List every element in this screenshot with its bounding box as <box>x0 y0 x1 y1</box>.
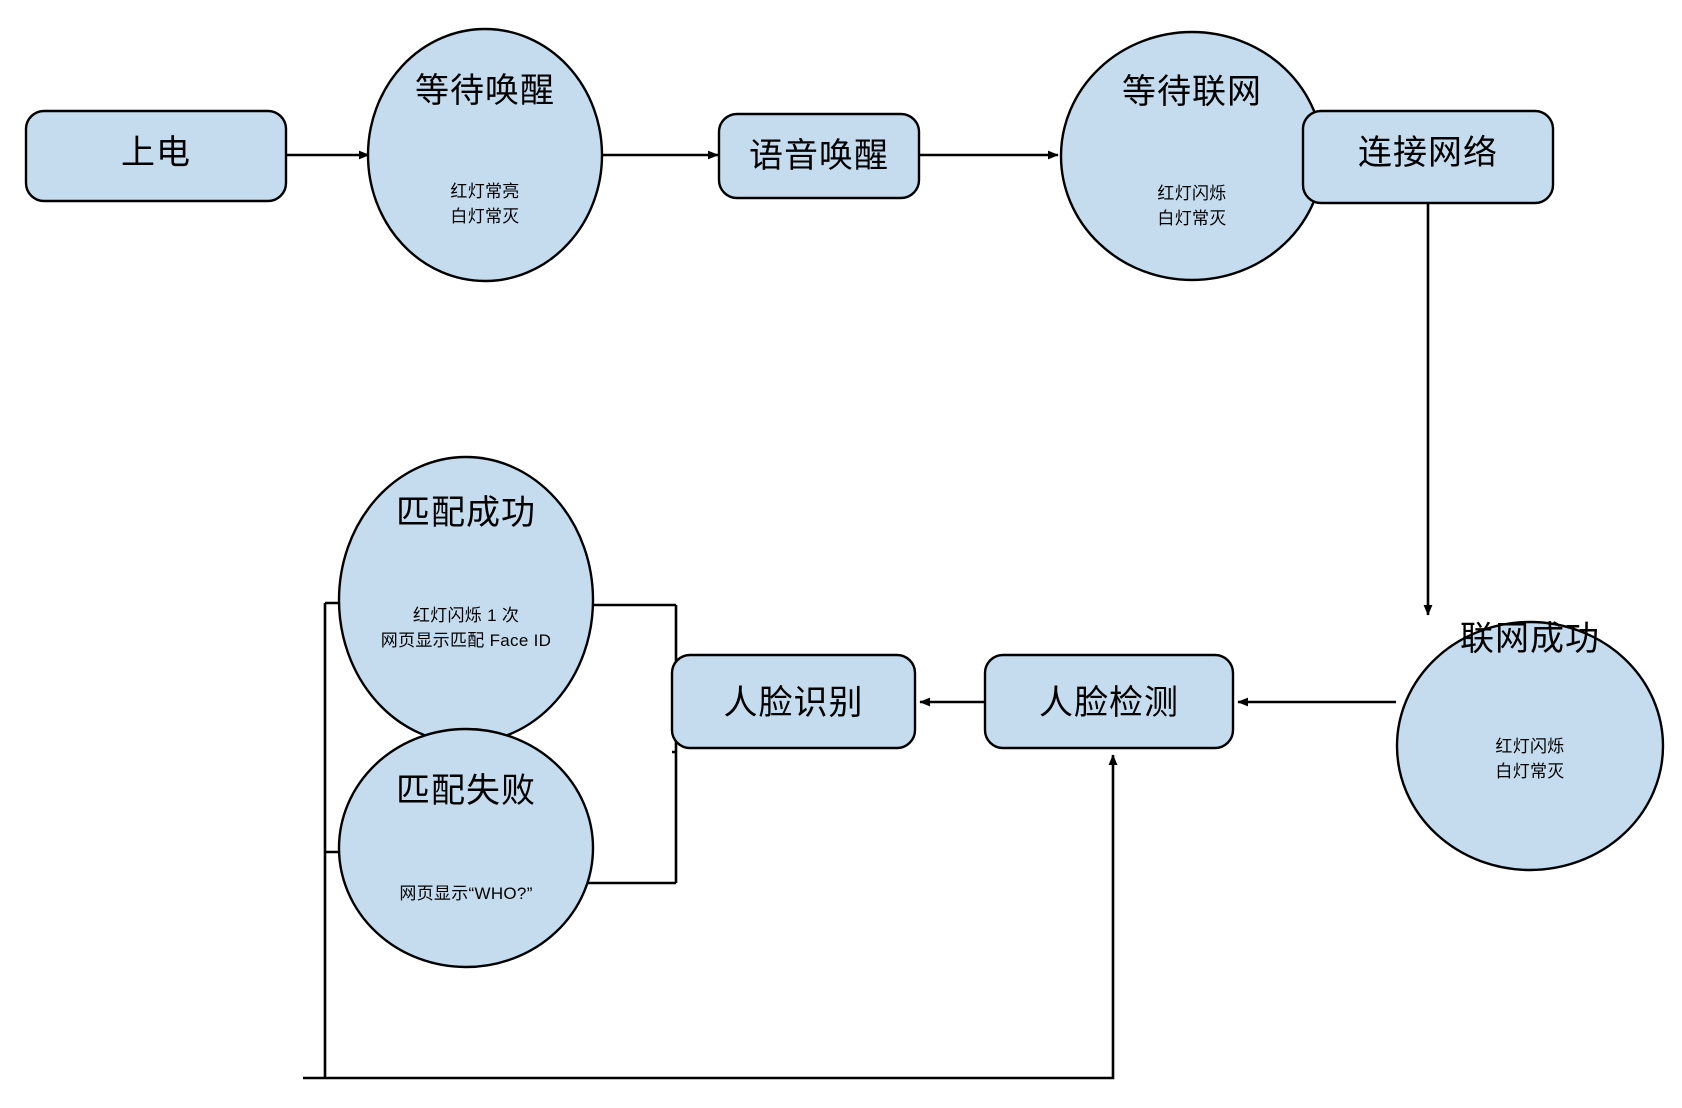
edge-face-recognize-branch-bracket <box>586 603 678 885</box>
node-connect-network[interactable] <box>1301 109 1555 205</box>
node-match-fail[interactable] <box>337 727 595 969</box>
edge-match-fail-to-face-detect-loop <box>303 754 1118 1080</box>
node-waiting-network[interactable] <box>1059 30 1325 282</box>
node-voice-wakeup[interactable] <box>717 112 921 200</box>
node-waiting-wakeup[interactable] <box>366 27 604 283</box>
node-face-detect[interactable] <box>983 653 1235 750</box>
node-match-success[interactable] <box>337 455 595 745</box>
node-network-success[interactable] <box>1395 620 1665 872</box>
node-power-on[interactable] <box>24 109 288 203</box>
node-face-recognize[interactable] <box>670 653 917 750</box>
node-layer <box>24 27 1665 969</box>
